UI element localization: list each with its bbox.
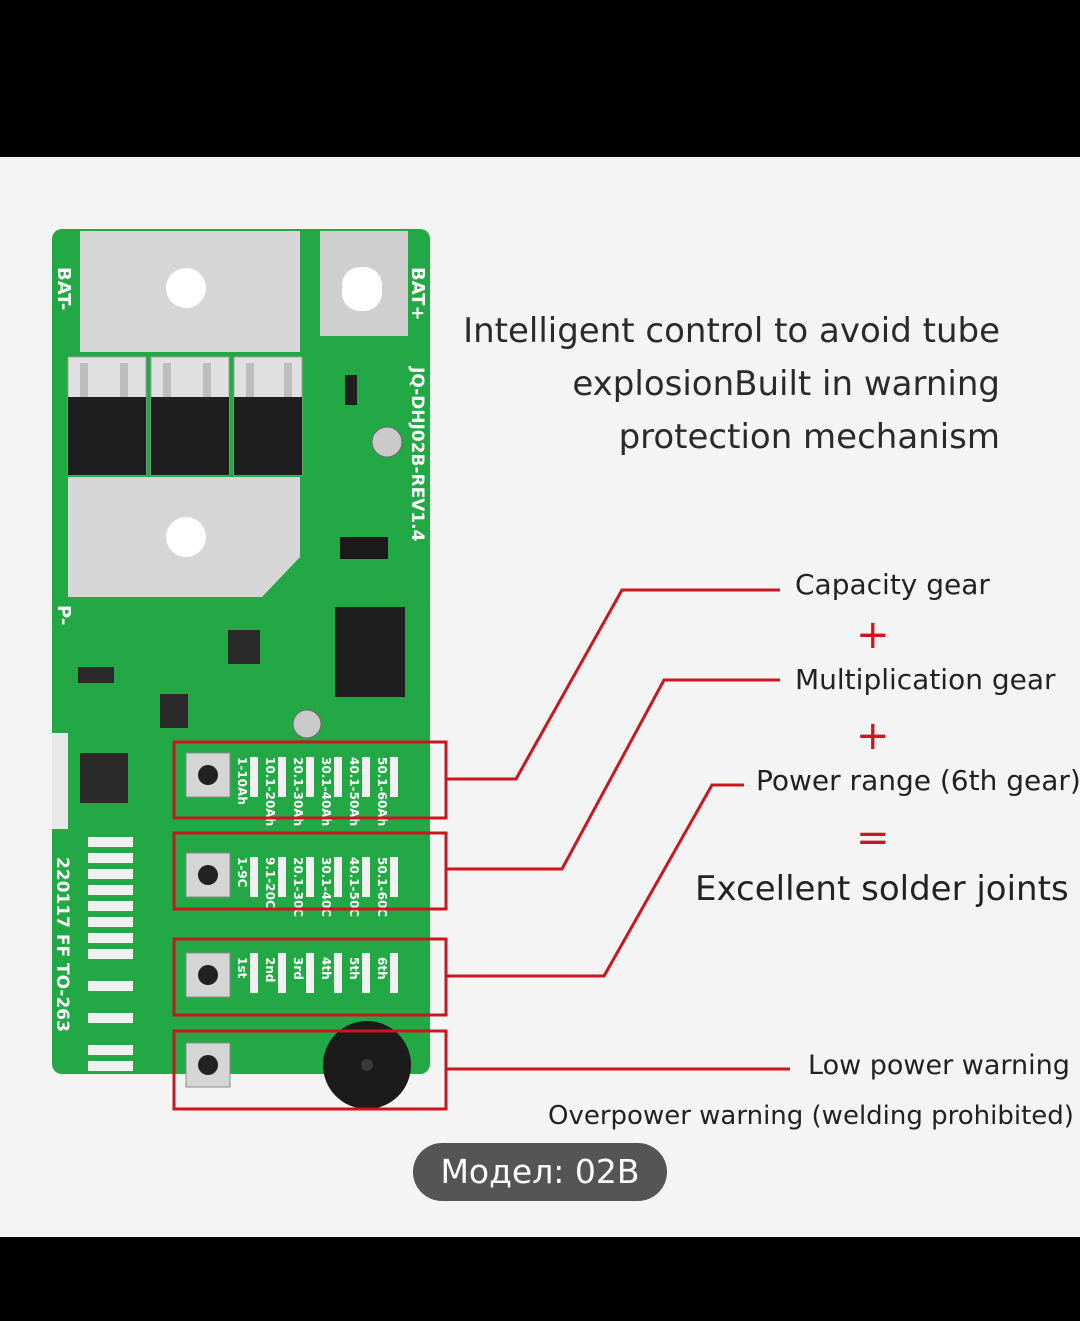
gear-label: 3rd (291, 957, 305, 980)
product-photo: BAT- BAT+ P- JQ-DHJ02B-REV1.4 220117 FF … (0, 157, 1080, 1237)
gear-label: 2nd (263, 957, 277, 982)
tactile-switches (185, 752, 231, 1088)
capacity-label: 1-10Ah (235, 757, 249, 805)
multiplier-label: 20.1-30C (291, 857, 305, 917)
connector-u2 (340, 537, 388, 559)
leader-multiplier (446, 678, 780, 871)
capacitor-c2 (292, 709, 322, 739)
mounting-hole-right (342, 267, 382, 311)
heading-line: Intelligent control to avoid tube (463, 311, 1000, 351)
multiplier-label: 40.1-50C (347, 857, 361, 917)
heading-line: explosionBuilt in warning (572, 364, 1000, 404)
callout-solder-joints: Excellent solder joints (695, 869, 1069, 909)
pcb-illustration: BAT- BAT+ P- JQ-DHJ02B-REV1.4 220117 FF … (52, 229, 790, 1111)
ic-chip (160, 694, 188, 728)
highlight-multiplier (172, 831, 448, 911)
mosfet-group (67, 356, 303, 476)
gear-label: 5th (347, 957, 361, 980)
mounting-hole-bottom (166, 517, 206, 557)
heading-line: protection mechanism (618, 417, 1000, 457)
callout-overpower-warning: Overpower warning (welding prohibited) (548, 1101, 1074, 1131)
inductor-l1 (228, 630, 260, 664)
leader-power-range (446, 783, 744, 978)
small-component (78, 667, 114, 683)
multiplier-label: 50.1-60C (375, 857, 389, 917)
capacity-label: 20.1-30Ah (291, 757, 305, 826)
callout-capacity-gear: Capacity gear (795, 568, 990, 601)
pin-header (52, 733, 68, 829)
capacity-label: 50.1-60Ah (375, 757, 389, 826)
equals-sign: = (856, 815, 890, 861)
gear-label: 4th (319, 957, 333, 980)
board-id-label: JQ-DHJ02B-REV1.4 (407, 366, 427, 542)
plus-sign: + (856, 713, 890, 759)
callout-power-range: Power range (6th gear) (756, 764, 1080, 797)
led-indicators (250, 757, 398, 993)
callout-low-power-warning: Low power warning (808, 1050, 1070, 1081)
model-badge[interactable]: Модел: 02B (413, 1143, 667, 1201)
multiplier-label: 1-9C (235, 857, 249, 888)
gear-label: 6th (375, 957, 389, 980)
capacity-label: 30.1-40Ah (319, 757, 333, 826)
leader-capacity (446, 588, 780, 781)
plus-sign: + (856, 612, 890, 658)
leader-lines (446, 588, 790, 1071)
capacity-labels: 1-10Ah 10.1-20Ah 20.1-30Ah 30.1-40Ah 40.… (235, 757, 389, 826)
multiplier-label: 30.1-40C (319, 857, 333, 917)
voltage-regulator (335, 607, 405, 697)
multiplier-label: 9.1-20C (263, 857, 277, 909)
capacity-label: 10.1-20Ah (263, 757, 277, 826)
diode-d3 (345, 375, 357, 405)
label-bat-minus: BAT- (53, 267, 74, 310)
label-p-minus: P- (53, 605, 74, 625)
feature-heading: Intelligent control to avoid tube explos… (430, 305, 1000, 464)
date-code-label: 220117 FF TO-263 (52, 857, 72, 1032)
controller-chip (80, 753, 128, 803)
callout-multiplication-gear: Multiplication gear (795, 663, 1056, 696)
mounting-hole-top (166, 268, 206, 308)
gear-label: 1st (235, 957, 249, 978)
electrolytic-capacitor (371, 426, 403, 458)
capacity-label: 40.1-50Ah (347, 757, 361, 826)
resistor-ladder (88, 837, 133, 1071)
label-bat-plus: BAT+ (407, 267, 428, 321)
gear-labels: 1st 2nd 3rd 4th 5th 6th (235, 957, 389, 982)
multiplier-labels: 1-9C 9.1-20C 20.1-30C 30.1-40C 40.1-50C … (235, 857, 389, 917)
